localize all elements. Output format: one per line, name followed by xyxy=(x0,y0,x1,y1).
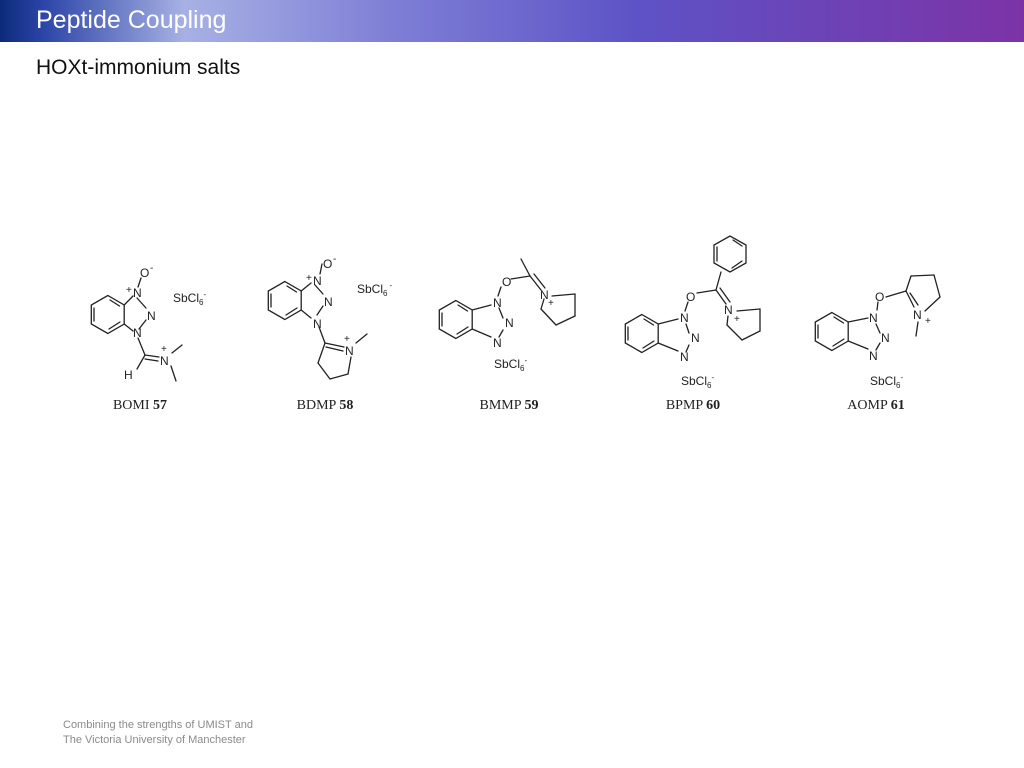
compound-label-bdmp: BDMP 58 xyxy=(297,398,354,413)
atom-n: N xyxy=(540,288,549,302)
charge-plus: + xyxy=(306,273,312,284)
slide-subtitle: HOXt-immonium salts xyxy=(36,56,241,79)
atom-n: N xyxy=(724,303,733,317)
compound-label-bomi: BOMI 57 xyxy=(113,398,167,413)
structure-bmmp xyxy=(438,258,576,340)
charge-plus: + xyxy=(548,298,554,309)
footer-line-2: The Victoria University of Manchester xyxy=(63,734,246,746)
atom-n: N xyxy=(133,326,142,340)
atom-o: O xyxy=(140,266,149,280)
atom-n: N xyxy=(881,331,890,345)
atom-n: N xyxy=(493,336,502,350)
counterion-bdmp: SbCl6- xyxy=(357,281,392,298)
atom-n: N xyxy=(680,311,689,325)
header-banner: Peptide Coupling xyxy=(0,0,1024,42)
structure-bdmp xyxy=(267,263,368,380)
compound-label-aomp: AOMP 61 xyxy=(847,398,904,413)
charge-minus: - xyxy=(150,263,153,274)
atom-n: N xyxy=(160,354,169,368)
atom-n: N xyxy=(345,344,354,358)
atom-n: N xyxy=(324,295,333,309)
charge-plus: + xyxy=(344,334,350,345)
atom-n: N xyxy=(493,296,502,310)
atom-n: N xyxy=(869,311,878,325)
atom-n: N xyxy=(913,308,922,322)
footer-line-1: Combining the strengths of UMIST and xyxy=(63,719,253,731)
compound-label-bpmp: BPMP 60 xyxy=(666,398,720,413)
atom-n: N xyxy=(505,316,514,330)
structure-bomi xyxy=(90,277,183,382)
atom-n: N xyxy=(313,274,322,288)
slide-title: Peptide Coupling xyxy=(36,6,227,34)
charge-plus: + xyxy=(161,344,167,355)
footer-note: Combining the strengths of UMIST and The… xyxy=(63,718,253,748)
atom-n: N xyxy=(147,309,156,323)
counterion-bmmp: SbCl6- xyxy=(494,356,527,373)
counterion-bomi: SbCl6- xyxy=(173,290,206,307)
charge-minus: - xyxy=(333,254,336,265)
atom-o: O xyxy=(686,290,695,304)
atom-n: N xyxy=(680,350,689,364)
atom-o: O xyxy=(875,290,884,304)
counterion-aomp: SbCl6- xyxy=(870,373,903,390)
atom-n: N xyxy=(133,286,142,300)
structure-bpmp xyxy=(624,235,761,354)
atom-h: H xyxy=(124,368,133,382)
charge-plus: + xyxy=(734,314,740,325)
charge-plus: + xyxy=(126,285,132,296)
structure-aomp xyxy=(814,274,941,352)
counterion-bpmp: SbCl6- xyxy=(681,373,714,390)
charge-plus: + xyxy=(925,316,931,327)
atom-n: N xyxy=(691,331,700,345)
atom-o: O xyxy=(323,257,332,271)
compound-label-bmmp: BMMP 59 xyxy=(479,398,538,413)
atom-n: N xyxy=(869,349,878,363)
atom-o: O xyxy=(502,275,511,289)
atom-n: N xyxy=(313,317,322,331)
